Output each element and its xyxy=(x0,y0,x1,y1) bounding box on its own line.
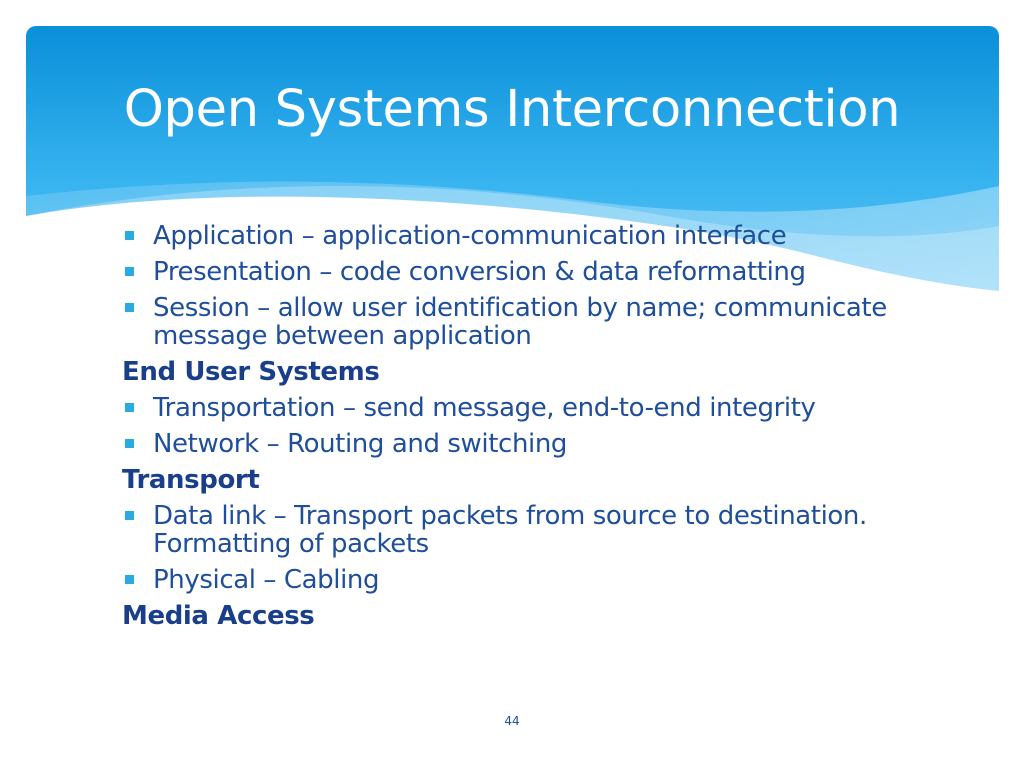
bullet-item-application: Application – application-communication … xyxy=(122,222,962,250)
square-bullet-icon xyxy=(125,267,134,276)
section-heading-end-user-systems: End User Systems xyxy=(122,357,380,387)
square-bullet-icon xyxy=(125,439,134,448)
bullet-text: Data link – Transport packets from sourc… xyxy=(153,501,867,559)
header-wave-graphic xyxy=(26,26,999,316)
bullet-item-network: Network – Routing and switching xyxy=(122,430,962,458)
bullet-item-physical: Physical – Cabling xyxy=(122,566,962,594)
slide-body: Application – application-communication … xyxy=(122,222,962,638)
bullet-item-data-link: Data link – Transport packets from sourc… xyxy=(122,502,962,558)
square-bullet-icon xyxy=(125,511,134,520)
bullet-item-presentation: Presentation – code conversion & data re… xyxy=(122,258,962,286)
square-bullet-icon xyxy=(125,403,134,412)
section-heading-transport: Transport xyxy=(122,465,260,495)
bullet-text: Physical – Cabling xyxy=(153,565,380,595)
page-number: 44 xyxy=(504,714,520,728)
bullet-text: Session – allow user identification by n… xyxy=(153,293,887,351)
bullet-text: Application – application-communication … xyxy=(153,221,787,251)
square-bullet-icon xyxy=(125,575,134,584)
section-heading-media-access: Media Access xyxy=(122,601,315,631)
bullet-text: Presentation – code conversion & data re… xyxy=(153,257,806,287)
header-background xyxy=(26,26,999,316)
bullet-item-transportation: Transportation – send message, end-to-en… xyxy=(122,394,962,422)
slide-title: Open Systems Interconnection xyxy=(123,80,901,139)
bullet-text: Transportation – send message, end-to-en… xyxy=(153,393,816,423)
square-bullet-icon xyxy=(125,231,134,240)
bullet-text: Network – Routing and switching xyxy=(153,429,568,459)
bullet-item-session: Session – allow user identification by n… xyxy=(122,294,962,350)
square-bullet-icon xyxy=(125,303,134,312)
